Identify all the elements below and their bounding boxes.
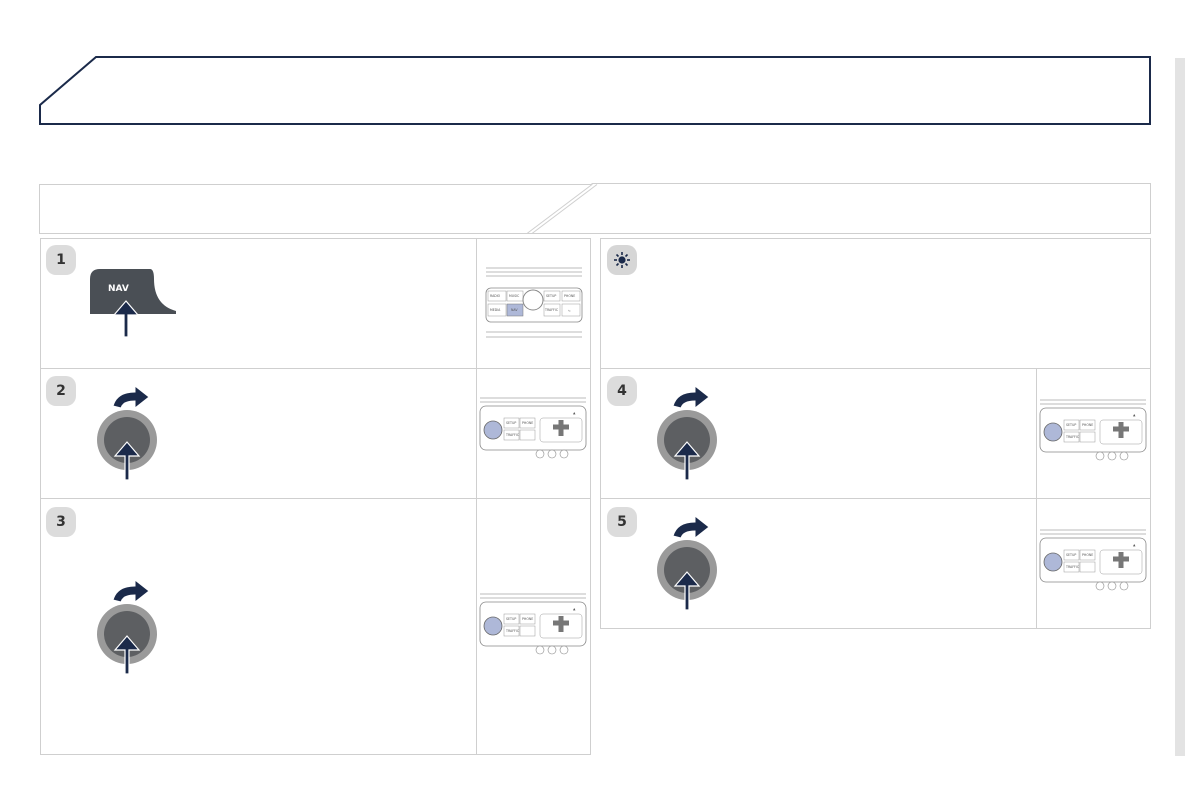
radio-panel-thumbnail-1: RADIO MUSIC SETUP PHONE MEDIA NAV TRAFFI… — [485, 267, 583, 338]
nav-key-label: NAV — [108, 284, 129, 294]
svg-text:⮌: ⮌ — [568, 309, 571, 313]
setup-panel-thumbnail-4: SETUP PHONE TRAFFIC ▲ — [1039, 399, 1147, 461]
svg-text:TRAFFIC: TRAFFIC — [1065, 565, 1080, 569]
step-number-4: 4 — [607, 376, 637, 406]
svg-text:PHONE: PHONE — [1082, 553, 1093, 557]
rotary-knob-illustration-4 — [657, 384, 717, 481]
step-number-1: 1 — [46, 245, 76, 275]
svg-text:PHONE: PHONE — [522, 421, 533, 425]
up-arrow-icon — [112, 300, 140, 338]
svg-text:PHONE: PHONE — [522, 617, 533, 621]
svg-text:MUSIC: MUSIC — [509, 294, 520, 298]
svg-text:RADIO: RADIO — [490, 294, 501, 298]
up-arrow-icon — [113, 441, 141, 481]
step-number-2: 2 — [46, 376, 76, 406]
left-image-column-divider — [476, 238, 477, 755]
section-header-bar — [39, 183, 1151, 234]
right-image-column-divider — [1036, 368, 1037, 629]
step-number-5: 5 — [607, 507, 637, 537]
up-arrow-icon — [673, 571, 701, 611]
up-arrow-icon — [113, 635, 141, 675]
step-number-3: 3 — [46, 507, 76, 537]
svg-text:SETUP: SETUP — [506, 421, 516, 425]
header-frame — [39, 56, 1151, 125]
svg-text:MEDIA: MEDIA — [490, 308, 501, 312]
svg-text:SETUP: SETUP — [546, 294, 556, 298]
svg-text:TRAFFIC: TRAFFIC — [1065, 435, 1080, 439]
setup-panel-thumbnail-2: SETUP PHONE TRAFFIC ▲ — [479, 397, 587, 459]
curved-arrow-icon — [672, 514, 710, 540]
right-row-divider-2 — [600, 498, 1151, 499]
svg-text:TRAFFIC: TRAFFIC — [505, 433, 520, 437]
svg-text:▲: ▲ — [1133, 543, 1136, 547]
svg-text:▲: ▲ — [573, 411, 576, 415]
rotary-knob-illustration-5 — [657, 514, 717, 611]
svg-text:NAV: NAV — [511, 308, 518, 312]
svg-text:TRAFFIC: TRAFFIC — [544, 308, 559, 312]
row-divider-1 — [40, 368, 591, 369]
setup-panel-thumbnail-3: SETUP PHONE TRAFFIC ▲ — [479, 593, 587, 655]
vertical-scrollbar[interactable] — [1175, 58, 1185, 756]
right-row-divider-1 — [600, 368, 1151, 369]
setup-panel-thumbnail-5: SETUP PHONE TRAFFIC ▲ — [1039, 529, 1147, 591]
nav-key-illustration: NAV — [90, 269, 176, 338]
svg-text:PHONE: PHONE — [1082, 423, 1093, 427]
row-divider-2 — [40, 498, 591, 499]
svg-text:SETUP: SETUP — [1066, 423, 1076, 427]
left-procedure-box — [40, 238, 591, 755]
sun-bulb-icon — [614, 252, 630, 268]
svg-text:PHONE: PHONE — [564, 294, 575, 298]
svg-text:TRAFFIC: TRAFFIC — [505, 629, 520, 633]
up-arrow-icon — [673, 441, 701, 481]
curved-arrow-icon — [112, 384, 150, 410]
curved-arrow-icon — [672, 384, 710, 410]
rotary-knob-illustration-3 — [97, 578, 157, 675]
tip-badge — [607, 245, 637, 275]
curved-arrow-icon — [112, 578, 150, 604]
svg-text:▲: ▲ — [1133, 413, 1136, 417]
svg-text:▲: ▲ — [573, 607, 576, 611]
svg-text:SETUP: SETUP — [506, 617, 516, 621]
rotary-knob-illustration-2 — [97, 384, 157, 481]
svg-text:SETUP: SETUP — [1066, 553, 1076, 557]
